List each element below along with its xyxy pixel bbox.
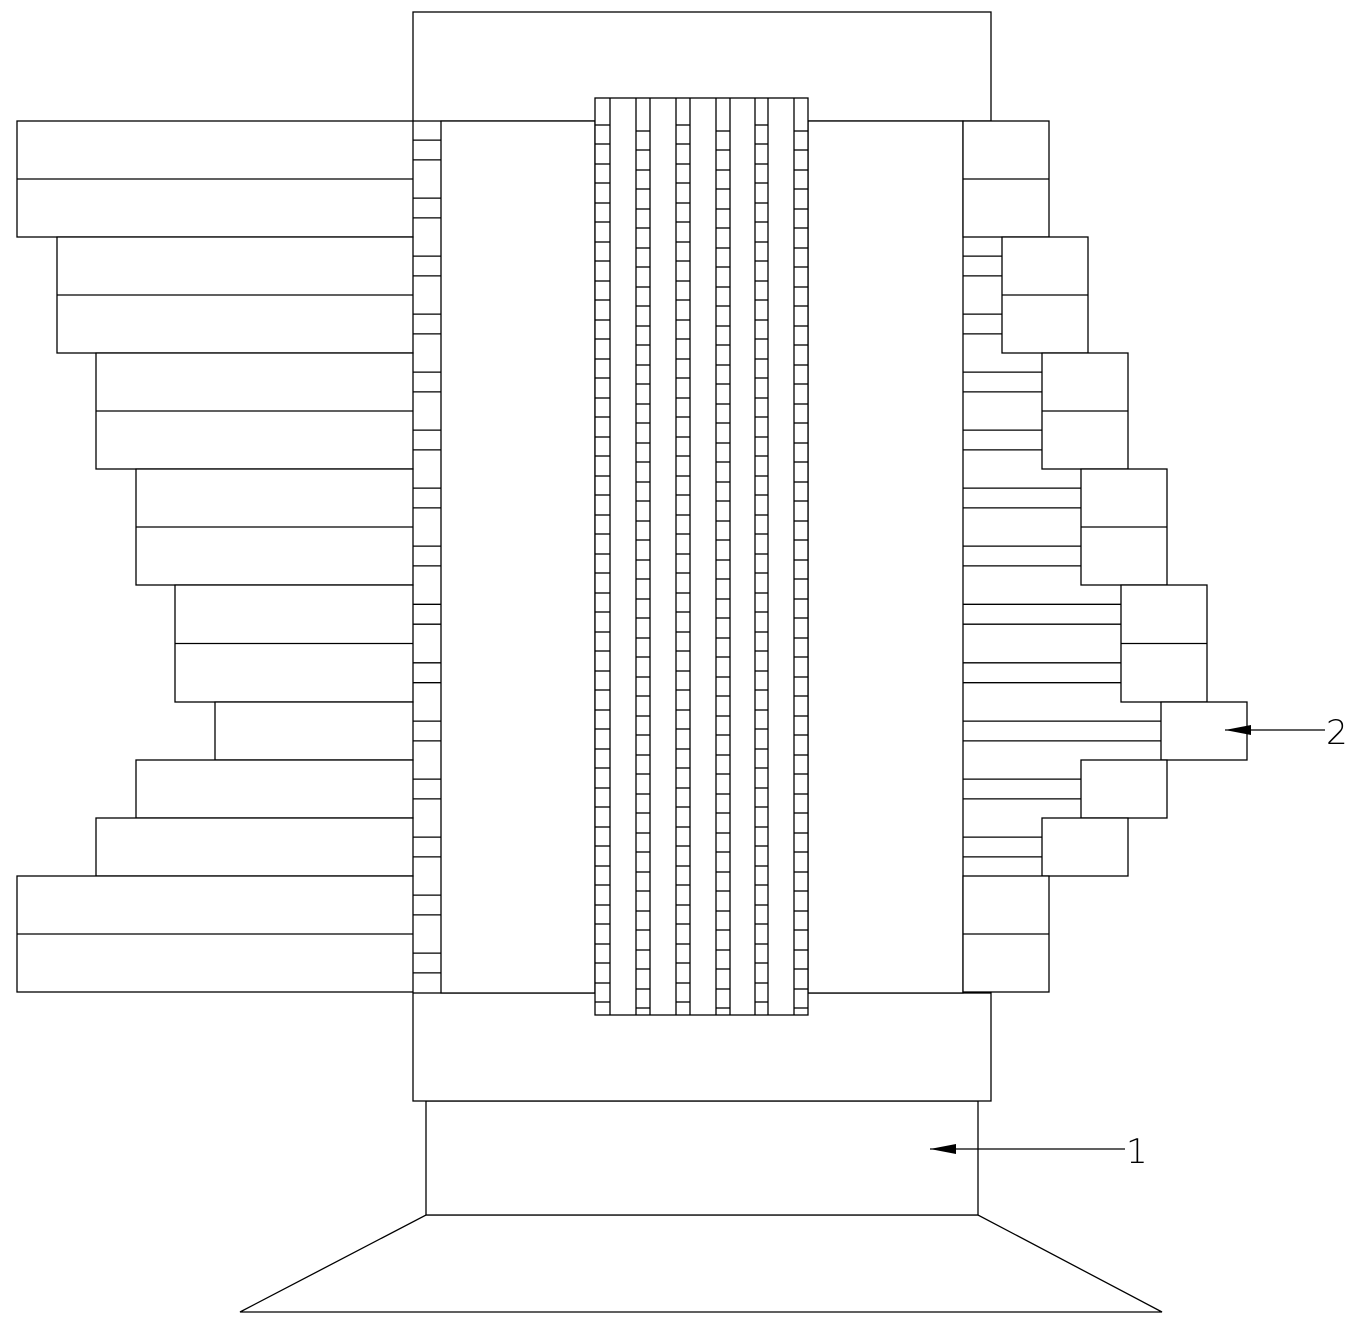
left-fin-stack [16,120,441,993]
callout-label-1: 1 [1126,1132,1148,1172]
right-fin [1041,817,1129,877]
right-column [807,120,964,994]
arrowhead-1 [930,1144,956,1154]
central-core [594,97,809,1016]
core-outline [594,97,809,1016]
left-fin [214,701,414,761]
left-column [440,120,596,994]
right-fin-stack [962,120,1248,993]
arrowhead-2 [1225,725,1251,735]
base-block [425,1100,979,1216]
left-fin [135,759,414,819]
base-trapezoid [239,1214,1163,1313]
callout-label-2: 2 [1326,713,1348,753]
right-fin [1080,759,1168,819]
left-fin [95,817,414,877]
